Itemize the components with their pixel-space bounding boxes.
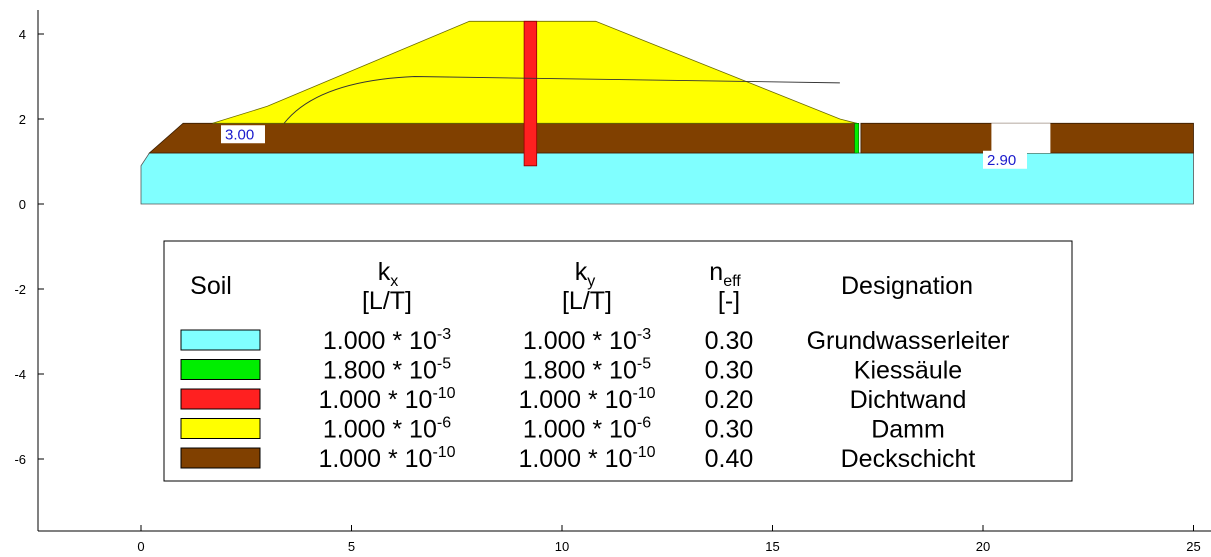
legend-neff-value: 0.30 <box>705 357 754 385</box>
x-tick-label: 25 <box>1186 539 1200 554</box>
legend-frame <box>163 240 1073 482</box>
legend-kx-value: 1.000 * 10-10 <box>318 444 455 473</box>
legend-ky-value: 1.000 * 10-10 <box>518 385 655 414</box>
legend-unit-ky: [L/T] <box>562 287 612 315</box>
legend-designation: Deckschicht <box>841 445 976 473</box>
axes <box>37 10 1211 532</box>
legend-swatch <box>180 447 261 469</box>
legend-designation: Damm <box>871 416 945 444</box>
region-dichtwand <box>523 20 538 167</box>
y-tick-label: -6 <box>14 452 26 467</box>
legend-swatch <box>180 418 261 439</box>
region-kiessaeule <box>854 123 860 154</box>
legend-neff-value: 0.40 <box>705 445 754 473</box>
gw-head-label: 2.90 <box>987 152 1016 169</box>
legend-swatch <box>180 329 261 351</box>
region-grundwasserleiter <box>140 152 1194 205</box>
gw-label-bg <box>220 125 265 144</box>
legend-unit-neff: [-] <box>718 287 740 315</box>
legend-head-neff: neff <box>709 258 741 290</box>
legend-neff-value: 0.20 <box>705 386 754 414</box>
legend-designation: Kiessäule <box>854 357 962 385</box>
x-tick-label: 10 <box>555 539 569 554</box>
legend-ky-value: 1.000 * 10-10 <box>518 444 655 473</box>
gw-head-label: 3.00 <box>225 126 254 143</box>
y-tick-label: -2 <box>14 282 26 297</box>
y-tick-label: -4 <box>14 367 26 382</box>
legend-head-ky: ky <box>575 258 596 290</box>
y-tick-label: 4 <box>19 27 26 42</box>
legend-neff-value: 0.30 <box>705 416 754 444</box>
x-tick-label: 0 <box>137 539 144 554</box>
legend: Soil kx [L/T] ky [L/T] neff [-] Designat… <box>163 240 1073 482</box>
x-tick-label: 15 <box>765 539 779 554</box>
x-tick-label: 5 <box>348 539 355 554</box>
legend-swatch <box>180 388 261 410</box>
gw-label-bg <box>983 150 1027 169</box>
region-ditch <box>991 123 1051 153</box>
legend-ky-value: 1.000 * 10-3 <box>523 326 651 355</box>
legend-head-soil: Soil <box>190 272 232 300</box>
legend-kx-value: 1.800 * 10-5 <box>323 356 451 385</box>
legend-designation: Grundwasserleiter <box>807 327 1010 355</box>
legend-ky-value: 1.800 * 10-5 <box>523 356 651 385</box>
legend-kx-value: 1.000 * 10-3 <box>323 326 451 355</box>
y-tick-label: 0 <box>19 197 26 212</box>
y-tick-label: 2 <box>19 112 26 127</box>
legend-ky-value: 1.000 * 10-6 <box>523 415 651 444</box>
legend-kx-value: 1.000 * 10-6 <box>323 415 451 444</box>
legend-designation: Dichtwand <box>850 386 967 414</box>
legend-kx-value: 1.000 * 10-10 <box>318 385 455 414</box>
x-tick-label: 20 <box>976 539 990 554</box>
legend-neff-value: 0.30 <box>705 327 754 355</box>
legend-head-designation: Designation <box>841 272 973 300</box>
phreatic-line <box>283 76 840 124</box>
legend-swatch <box>180 359 261 380</box>
legend-head-kx: kx <box>378 258 399 290</box>
legend-unit-kx: [L/T] <box>362 287 412 315</box>
